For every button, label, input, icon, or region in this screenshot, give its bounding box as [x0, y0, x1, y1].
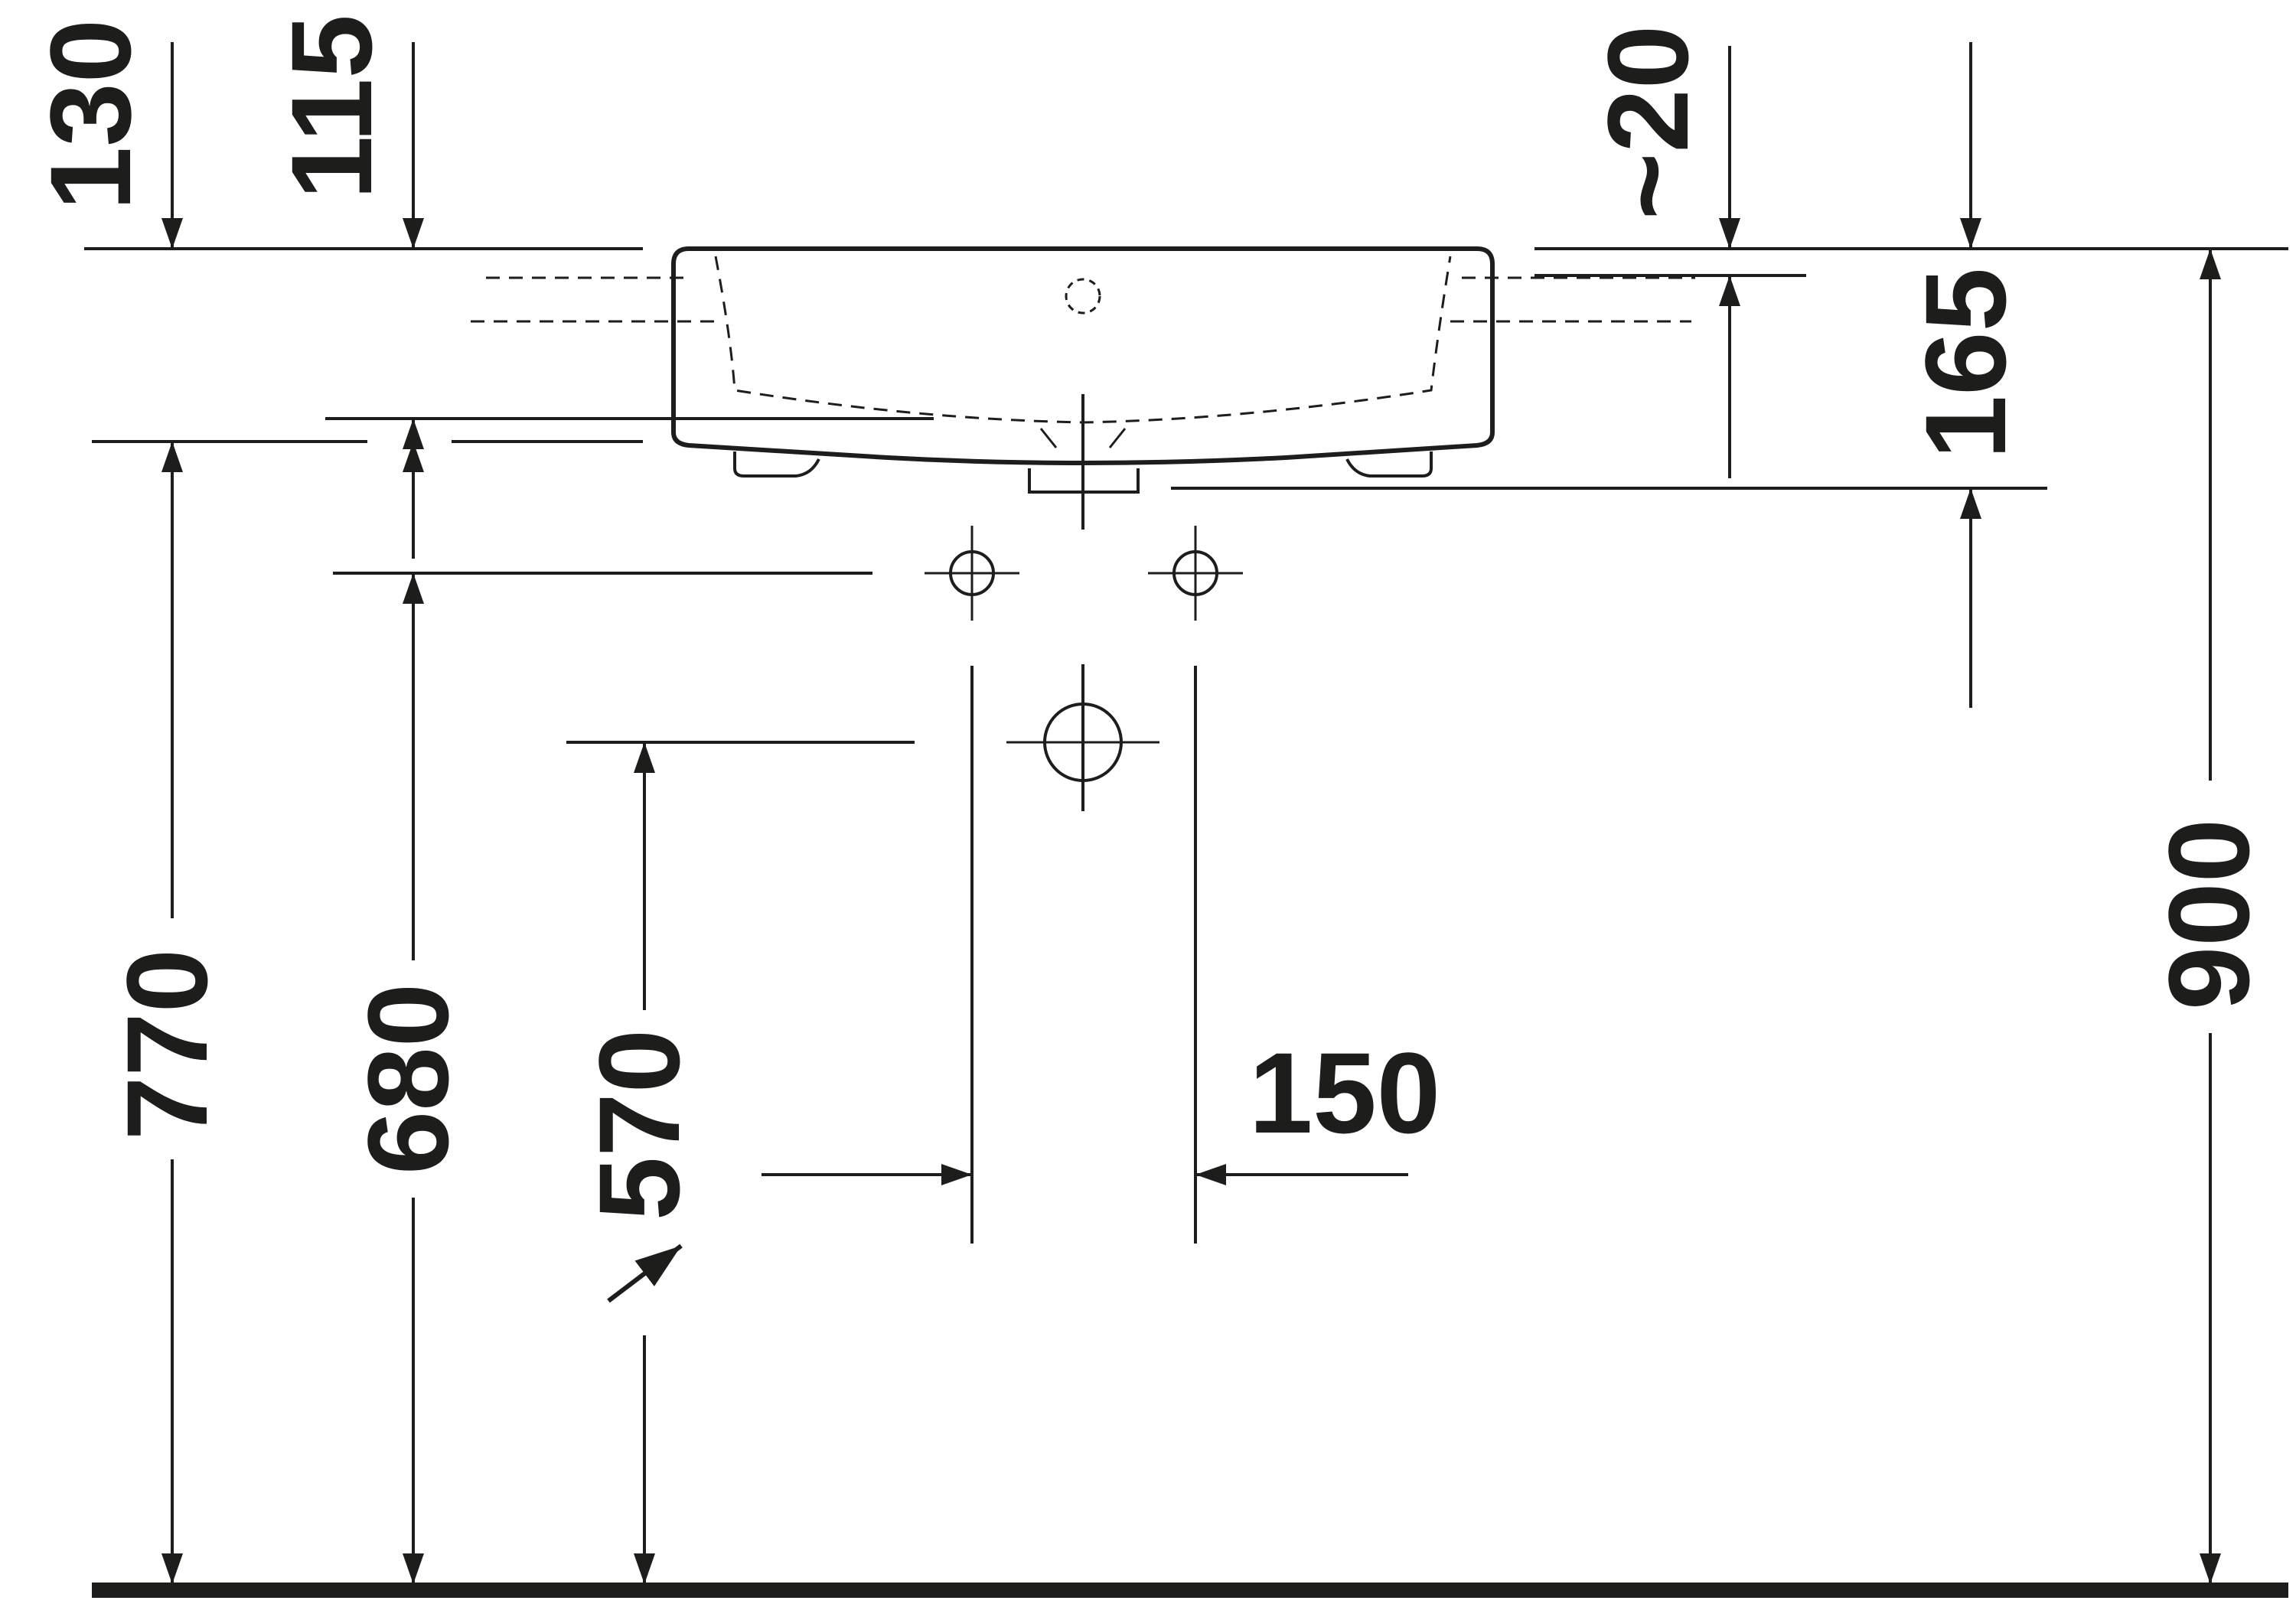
washbasin-body — [671, 246, 1495, 494]
waste-connection — [1006, 666, 1159, 811]
dimension-lines — [161, 42, 2221, 1584]
reference-lines — [84, 247, 2288, 1244]
supply-connection-left — [925, 526, 1019, 621]
dim-label-150: 150 — [1249, 1028, 1440, 1157]
dim-label-approx-20: ~20 — [1583, 25, 1712, 220]
dim-label-115: 115 — [267, 15, 396, 200]
dim-label-165: 165 — [1901, 268, 2030, 459]
dim-label-570: 570 — [575, 1029, 703, 1221]
dim-label-770: 770 — [103, 949, 231, 1140]
supply-connection-right — [1148, 526, 1243, 621]
dim-label-130: 130 — [26, 19, 155, 210]
dim-label-900: 900 — [2144, 819, 2273, 1010]
dim-label-680: 680 — [344, 983, 472, 1175]
